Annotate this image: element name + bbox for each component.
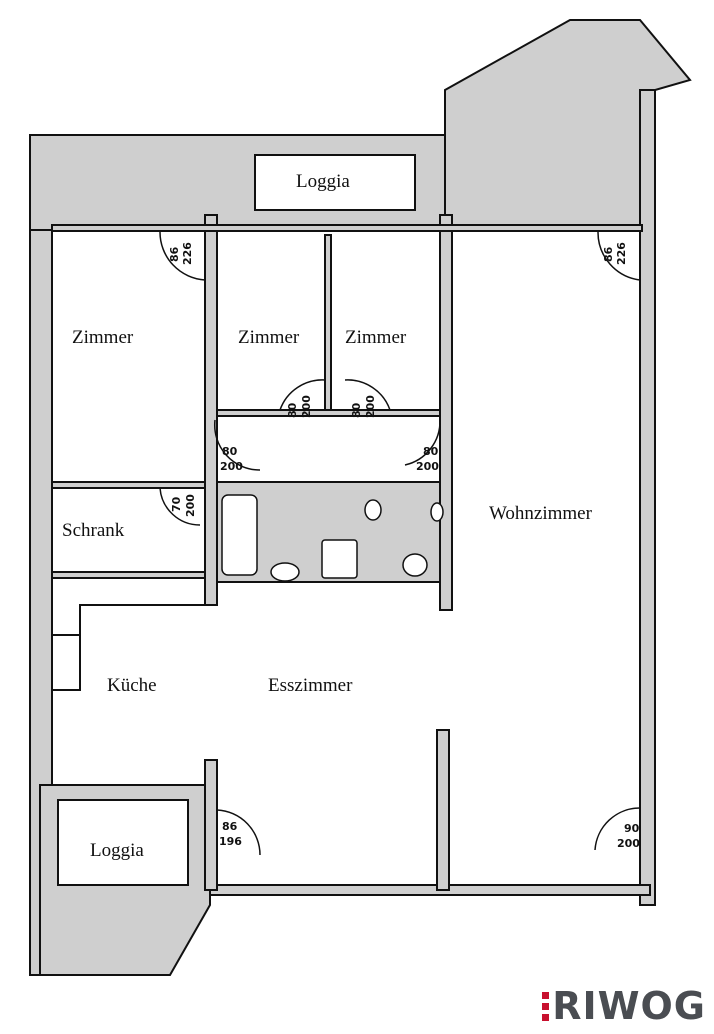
door-height: 196 (219, 835, 242, 848)
door-width: 80 (423, 445, 439, 458)
door-width: 90 (624, 822, 640, 835)
door-swings (159, 231, 641, 856)
sink-icon (430, 502, 444, 522)
toilet-icon (402, 553, 428, 577)
door-height: 200 (220, 460, 243, 473)
door-width: 86 (602, 246, 615, 262)
door-width: 70 (170, 496, 183, 512)
door-width: 86 (168, 246, 181, 262)
door-height: 200 (184, 494, 197, 517)
door-width: 80 (350, 402, 363, 418)
shower-icon (321, 539, 358, 579)
right-wall (639, 89, 656, 906)
door-width: 80 (286, 402, 299, 418)
door-height: 200 (416, 460, 439, 473)
room-label-kueche: Küche (107, 675, 157, 696)
room-label-loggia-bottom: Loggia (90, 840, 144, 861)
door-height: 226 (181, 242, 194, 265)
door-height: 200 (617, 837, 640, 850)
room-label-loggia-top: Loggia (296, 171, 350, 192)
room-label-schrank: Schrank (62, 520, 125, 541)
room-label-zimmer-3: Zimmer (345, 327, 407, 348)
walls (29, 19, 692, 976)
sink-icon (270, 562, 300, 582)
bathroom-fixtures (221, 494, 444, 582)
logo-text: RIWOG (552, 984, 706, 1028)
logo-mark (542, 991, 550, 1021)
door-height: 200 (364, 395, 377, 418)
door-width: 86 (222, 820, 238, 833)
room-label-zimmer-1: Zimmer (72, 327, 134, 348)
door-height: 226 (615, 242, 628, 265)
toilet-icon (364, 499, 382, 521)
door-height: 200 (300, 395, 313, 418)
bathtub-icon (221, 494, 258, 576)
door-width: 80 (222, 445, 238, 458)
riwog-logo: RIWOG (542, 984, 706, 1028)
room-label-zimmer-2: Zimmer (238, 327, 300, 348)
room-label-esszimmer: Esszimmer (268, 675, 353, 696)
room-label-wohnzimmer: Wohnzimmer (489, 503, 593, 524)
